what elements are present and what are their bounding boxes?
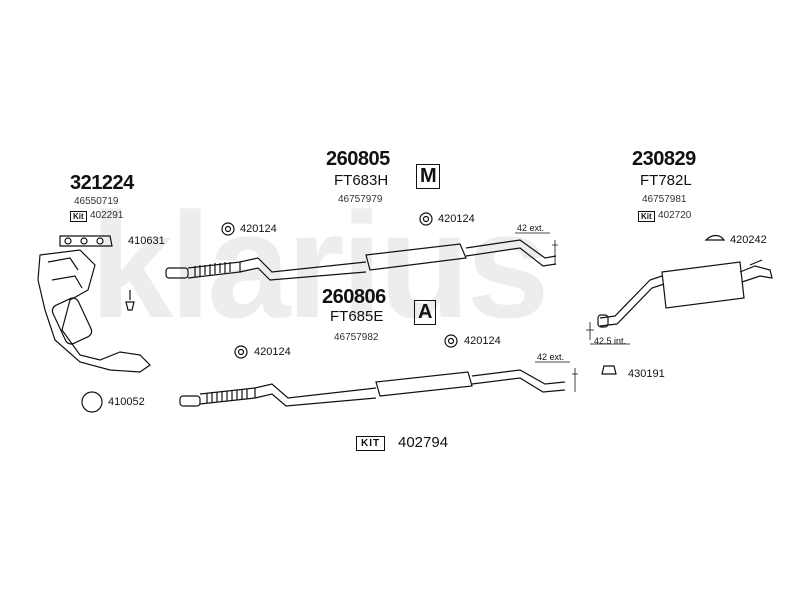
middle-top-ref: FT683H [334,172,389,189]
dimension-marks [515,232,630,392]
rear-silencer-drawing [597,259,773,328]
center-pipe-top-drawing [165,239,557,281]
middle-bottom-ref: FT685E [330,308,384,325]
main-kit-badge: KIT [356,436,386,451]
label-420124-d: 420124 [464,335,501,347]
main-kit-number: 402794 [398,434,449,451]
front-kit-number: 402291 [90,210,124,221]
label-420124-c: 420124 [254,346,291,358]
label-420124-b: 420124 [438,213,475,225]
label-410631: 410631 [128,235,165,247]
front-part-number: 321224 [70,172,134,194]
label-ext-bottom: 42 ext. [537,352,565,362]
front-oe-number: 46550719 [74,196,119,207]
middle-bottom-part-number: 260806 [322,286,386,308]
mounting-type-m-badge: M [416,164,441,189]
label-410052: 410052 [108,396,145,408]
label-int-rear: 42.5 int. [594,336,627,346]
manifold-catalyst-drawing [37,235,151,373]
label-ext-top: 42 ext. [517,223,545,233]
rear-ref: FT782L [640,172,692,189]
mounting-type-a-badge: A [414,300,436,325]
middle-top-part-number: 260805 [326,148,390,170]
rear-kit-badge: Kit [638,211,655,222]
rear-kit-number: 402720 [658,210,692,221]
watermark-logo: klarius [90,181,550,349]
center-pipe-bottom-drawing [179,369,566,407]
middle-bottom-oe-number: 46757982 [334,332,379,343]
label-420124-a: 420124 [240,223,277,235]
gasket-icons [81,212,726,413]
middle-top-oe-number: 46757979 [338,194,383,205]
label-430191: 430191 [628,368,665,380]
rear-oe-number: 46757981 [642,194,687,205]
front-kit-badge: Kit [70,211,87,222]
rear-part-number: 230829 [632,148,696,170]
label-420242: 420242 [730,234,767,246]
